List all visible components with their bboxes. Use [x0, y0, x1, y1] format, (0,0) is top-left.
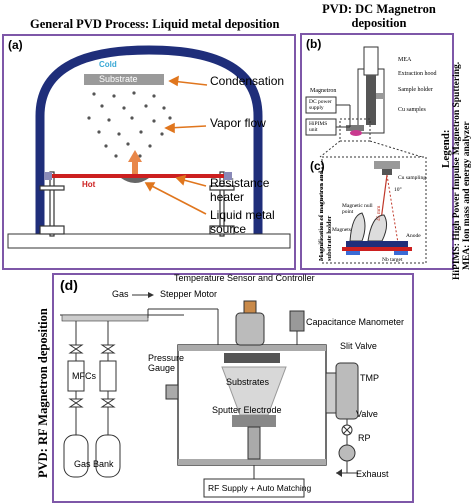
panel-a: (a) Cold Substrate Hot Condensation Vapo…	[2, 34, 296, 270]
bell-jar	[35, 45, 263, 236]
panel-bc: (b) MEA Extraction hood Sample holder Ma…	[300, 33, 454, 270]
vapor-dots	[87, 91, 172, 158]
capacitance-manometer	[289, 310, 305, 332]
stepper-motor	[235, 312, 265, 346]
panel-d-label: (d)	[60, 277, 78, 293]
panel-bc-diagram	[305, 46, 427, 264]
resistance-heater-label: Resistance heater	[210, 176, 270, 204]
sputter-electrode	[232, 415, 276, 427]
title-dc-magnetron: PVD: DC Magnetron deposition	[322, 2, 436, 30]
panel-b-label: (b)	[306, 37, 322, 51]
valve-label: Valve	[356, 409, 378, 419]
hipims-unit-label: HiPIMS unit	[309, 121, 328, 133]
rp-pump	[338, 444, 356, 462]
legend-mea: MEA: Ion mass and energy analyzer	[462, 121, 472, 270]
legend-title: Legend:	[440, 129, 452, 169]
mfcs-label: MFCs	[72, 371, 96, 381]
magnets-block	[346, 241, 408, 247]
vapor-flow-label: Vapor flow	[210, 116, 266, 130]
vapor-up-arrow	[128, 150, 142, 176]
pressure-gauge-label: Pressure Gauge	[148, 353, 185, 373]
angle-label: 10°	[394, 187, 402, 193]
mfc-valves	[67, 344, 117, 408]
mea-label: MEA	[398, 57, 412, 63]
gas-bottle-2	[95, 434, 121, 478]
magnification-label: Magnification of magnetron and substrate…	[318, 171, 333, 261]
pressure-gauge	[165, 384, 179, 400]
base-plate	[7, 233, 291, 249]
temperature-sensor-label: Temperature Sensor and Controller	[174, 273, 315, 283]
tmp-label: TMP	[360, 373, 379, 383]
gas-bottle-1	[63, 434, 89, 478]
substrates-label: Substrates	[226, 377, 270, 387]
magnification-box	[339, 118, 371, 142]
nb-target-label: Nb target	[382, 257, 403, 263]
title-general-pvd: General PVD Process: Liquid metal deposi…	[30, 17, 280, 31]
cu-samples-label: Cu samples	[398, 107, 426, 113]
capacitance-manometer-label: Capacitance Manometer	[306, 317, 405, 327]
magnetron-label: Magnetron	[310, 88, 337, 94]
right-stand	[209, 171, 235, 237]
panel-d-diagram	[60, 292, 359, 498]
condensation-label: Condensation	[210, 74, 285, 88]
distance-label: 45 mm	[376, 205, 382, 221]
sample-holder-label: Sample holder	[398, 87, 433, 93]
panel-d: (d) Temperature Sensor and Controller Ga…	[52, 273, 414, 503]
extraction-hood-label: Extraction hood	[398, 71, 437, 77]
extraction-hood	[376, 93, 384, 99]
gas-label: Gas	[112, 289, 129, 299]
tmp-pump	[335, 362, 359, 420]
rp-label: RP	[358, 433, 371, 443]
hot-label: Hot	[82, 180, 96, 189]
panel-c-label: (c)	[310, 159, 325, 173]
magnets-label: Magnets	[332, 227, 351, 233]
liquid-metal-source-label: Liquid metal source	[210, 208, 275, 236]
title-rf-magnetron: PVD: RF Magnetron deposition	[36, 308, 50, 478]
heater-bar	[44, 174, 232, 178]
cold-label: Cold	[99, 60, 117, 69]
substrate-block	[84, 74, 164, 85]
dc-power-supply-label: DC power supply	[309, 99, 332, 111]
slit-valve-label: Slit Valve	[340, 341, 377, 351]
panel-a-diagram	[7, 45, 291, 249]
panel-a-label: (a)	[8, 38, 23, 52]
rf-supply-label: RF Supply + Auto Matching	[208, 483, 312, 493]
cu-sampling-label: Cu sampling	[398, 175, 426, 181]
stepper-motor-label: Stepper Motor	[160, 289, 218, 299]
liquid-metal-crucible	[121, 178, 149, 183]
sputter-electrode-label: Sputter Electrode	[212, 405, 282, 415]
gas-bank-label: Gas Bank	[74, 459, 114, 469]
exhaust-label: Exhaust	[356, 469, 389, 479]
substrate-label: Substrate	[99, 74, 138, 84]
slit-valve	[325, 372, 337, 414]
magnetic-null-point-label: Magnetic null point	[342, 203, 373, 215]
legend-hipims: HiPIMS: High Power Impulse Magnetron Spu…	[452, 61, 462, 280]
anode-label: Anode	[406, 233, 421, 239]
